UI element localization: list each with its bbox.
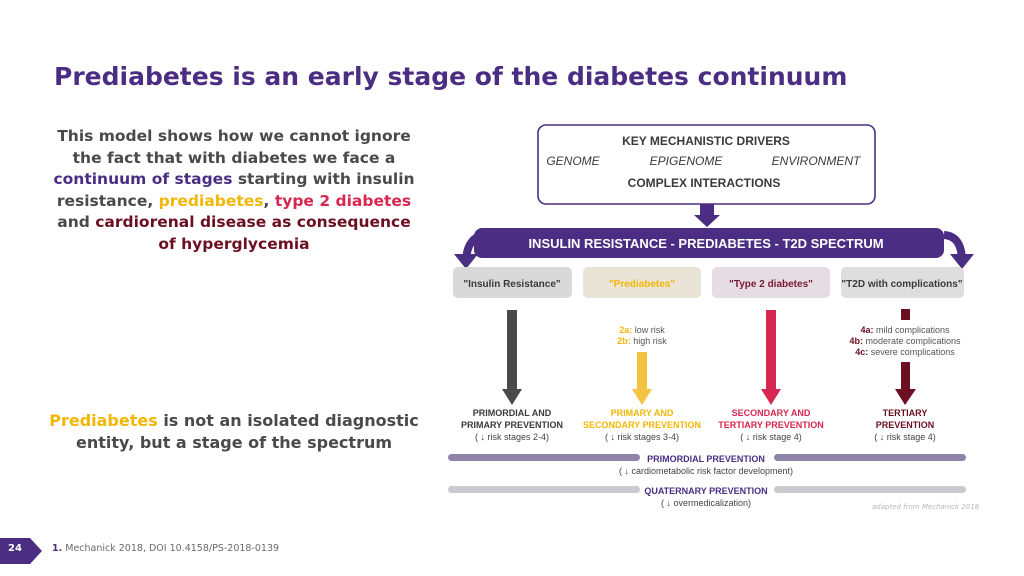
complications-sub-4a: 4a: mild complications: [860, 325, 950, 335]
intro-text-4: and: [57, 213, 96, 231]
stage-box-prediabetes: [583, 267, 701, 298]
slide-number-badge: 24: [0, 538, 42, 564]
arrow-shaft-prediabetes: [637, 352, 647, 391]
intro-text-1: This model shows how we cannot ignore th…: [57, 127, 411, 167]
spectrum-arrow-left: [454, 254, 478, 269]
prevention-2-risk: ( ↓ risk stages 3-4): [605, 432, 679, 442]
complications-sub-4c: 4c: severe complications: [855, 347, 955, 357]
intro-text-3: ,: [263, 191, 275, 210]
reference-number: 1.: [52, 543, 63, 554]
outro-text: is not an isolated diagnostic entity, bu…: [75, 411, 419, 452]
stage-box-complications: [841, 267, 964, 298]
prevention-3-line1: SECONDARY AND: [732, 408, 811, 418]
outro-paragraph: Prediabetes is not an isolated diagnosti…: [48, 410, 420, 453]
stage-box-type2: [712, 267, 830, 298]
drivers-arrow-shaft: [700, 204, 714, 216]
spectrum-label: INSULIN RESISTANCE - PREDIABETES - T2D S…: [528, 236, 883, 251]
prevention-4-line1: TERTIARY: [883, 408, 928, 418]
intro-highlight-cardiorenal: cardiorenal disease as consequence of hy…: [95, 213, 411, 253]
driver-environment: ENVIRONMENT: [772, 154, 862, 168]
prevention-1-line2: PRIMARY PREVENTION: [461, 420, 563, 430]
complications-sub-4b: 4b: moderate complications: [849, 336, 961, 346]
intro-paragraph: This model shows how we cannot ignore th…: [48, 126, 420, 255]
stage-box-insulin-resistance: [453, 267, 572, 298]
intro-highlight-prediabetes: prediabetes: [158, 191, 264, 210]
arrow-head-insulin-resistance: [502, 389, 522, 405]
stage-t2d-complications: "T2D with complications": [841, 279, 962, 290]
reference: 1. Mechanick 2018, DOI 10.4158/PS-2018-0…: [52, 543, 279, 554]
intro-highlight-t2d: type 2 diabetes: [274, 191, 412, 210]
prevention-4-risk: ( ↓ risk stage 4): [874, 432, 936, 442]
arrow-shaft-complications: [901, 362, 910, 391]
diabetes-continuum-diagram: KEY MECHANISTIC DRIVERS GENOME EPIGENOME…: [448, 124, 974, 508]
prevention-3-line2: TERTIARY PREVENTION: [718, 420, 824, 430]
arrow-head-prediabetes: [632, 389, 652, 405]
primordial-bar-left: [448, 454, 640, 461]
arrow-shaft-type2: [766, 310, 776, 391]
slide-number: 24: [8, 543, 22, 554]
spectrum-arrow-right: [950, 254, 974, 269]
arrow-head-complications: [895, 389, 916, 405]
prevention-2-line2: SECONDARY PREVENTION: [583, 420, 701, 430]
reference-text: Mechanick 2018, DOI 10.4158/PS-2018-0139: [62, 543, 280, 554]
primordial-bar-right: [774, 454, 966, 461]
drivers-title: KEY MECHANISTIC DRIVERS: [622, 134, 790, 148]
prevention-3-risk: ( ↓ risk stage 4): [740, 432, 802, 442]
prevention-1-line1: PRIMORDIAL AND: [473, 408, 552, 418]
prediabetes-sub-2b: 2b: high risk: [617, 336, 667, 346]
stage-prediabetes: "Prediabetes": [609, 279, 675, 290]
arrow-head-type2: [761, 389, 781, 405]
complications-marker: [901, 309, 910, 320]
intro-text-2: starting with insulin resistance,: [56, 170, 415, 210]
spectrum-bar: [474, 228, 944, 258]
drivers-footer: COMPLEX INTERACTIONS: [628, 176, 781, 190]
driver-epigenome: EPIGENOME: [650, 154, 724, 168]
quaternary-detail: ( ↓ overmedicalization): [661, 498, 751, 508]
arrow-shaft-insulin-resistance: [507, 310, 517, 391]
driver-genome: GENOME: [546, 154, 600, 168]
prediabetes-sub-2a: 2a: low risk: [619, 325, 665, 335]
stage-insulin-resistance: "Insulin Resistance": [463, 279, 561, 290]
prevention-1-risk: ( ↓ risk stages 2-4): [475, 432, 549, 442]
primordial-detail: ( ↓ cardiometabolic risk factor developm…: [619, 466, 793, 476]
primordial-title: PRIMORDIAL PREVENTION: [647, 454, 765, 464]
slide-number-shape: [0, 538, 42, 564]
quaternary-bar-left: [448, 486, 640, 493]
prevention-4-line2: PREVENTION: [876, 420, 935, 430]
outro-highlight-prediabetes: Prediabetes: [49, 411, 158, 430]
quaternary-title: QUATERNARY PREVENTION: [644, 486, 767, 496]
drivers-arrow-head: [694, 215, 720, 227]
stage-type2-diabetes: "Type 2 diabetes": [729, 279, 813, 290]
diagram-credit: adapted from Mechanick 2018: [872, 503, 980, 511]
intro-highlight-continuum: continuum of stages: [53, 170, 233, 188]
prevention-2-line1: PRIMARY AND: [611, 408, 674, 418]
slide-title: Prediabetes is an early stage of the dia…: [54, 62, 848, 91]
quaternary-bar-right: [774, 486, 966, 493]
